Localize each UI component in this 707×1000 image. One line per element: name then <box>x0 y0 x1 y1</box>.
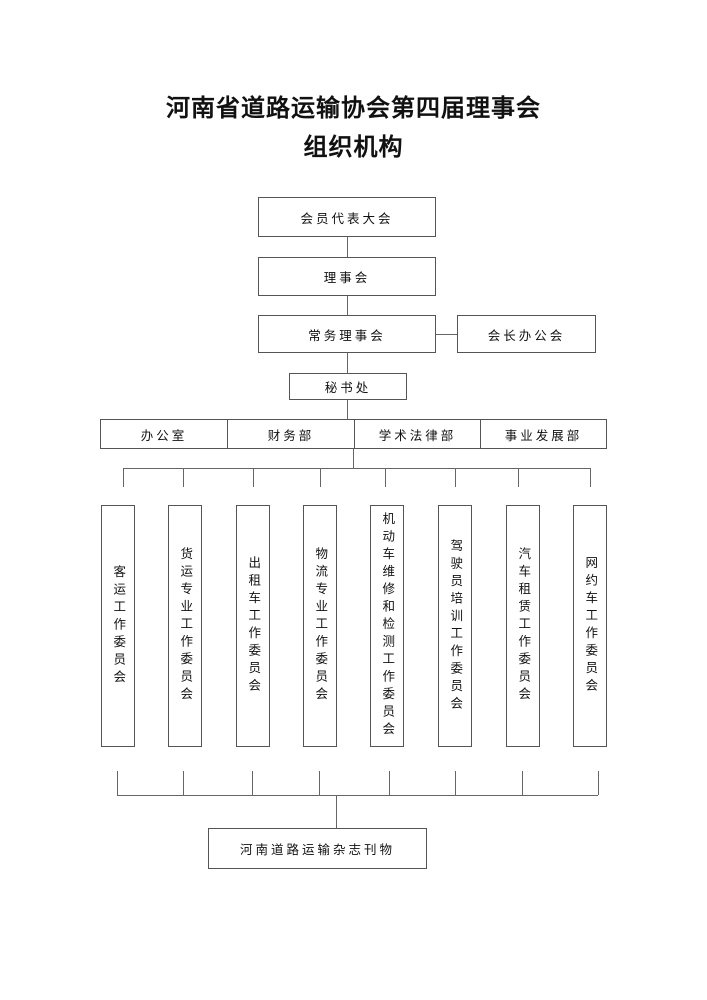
dept-legal: 学术法律部 <box>354 419 481 449</box>
node-president-office: 会长办公会 <box>457 315 596 353</box>
connector <box>336 795 337 828</box>
node-magazine: 河南道路运输杂志刊物 <box>208 828 427 869</box>
connector <box>590 468 591 487</box>
connector <box>347 237 348 257</box>
committee-label: 客运工作委员会 <box>111 564 127 688</box>
connector <box>389 771 390 795</box>
connector <box>183 468 184 487</box>
committee-label: 物流专业工作委员会 <box>313 547 329 705</box>
committee-4: 机动车维修和检测工作委员会 <box>370 505 404 747</box>
chart-title-line1: 河南省道路运输协会第四届理事会 <box>166 93 541 122</box>
committee-label: 货运专业工作委员会 <box>178 547 194 705</box>
committee-2: 出租车工作委员会 <box>236 505 270 747</box>
connector <box>320 468 321 487</box>
node-secretariat: 秘书处 <box>289 373 407 400</box>
node-congress: 会员代表大会 <box>258 197 436 237</box>
committee-label: 出租车工作委员会 <box>246 556 262 696</box>
connector <box>347 400 348 419</box>
connector <box>117 795 598 796</box>
committee-3: 物流专业工作委员会 <box>303 505 337 747</box>
connector <box>123 468 124 487</box>
committee-label: 汽车租赁工作委员会 <box>516 547 532 705</box>
connector <box>347 353 348 373</box>
connector <box>319 771 320 795</box>
connector <box>598 771 599 795</box>
connector <box>436 334 457 335</box>
connector <box>455 468 456 487</box>
connector <box>123 468 590 469</box>
connector <box>353 448 354 468</box>
committee-5: 驾驶员培训工作委员会 <box>438 505 472 747</box>
connector <box>183 771 184 795</box>
chart-title-line2: 组织机构 <box>303 132 404 161</box>
dept-finance: 财务部 <box>227 419 355 449</box>
connector <box>252 771 253 795</box>
committee-label: 机动车维修和检测工作委员会 <box>380 512 396 740</box>
connector <box>455 771 456 795</box>
connector <box>522 771 523 795</box>
connector <box>253 468 254 487</box>
connector <box>117 771 118 795</box>
dept-office: 办公室 <box>100 419 228 449</box>
committee-6: 汽车租赁工作委员会 <box>506 505 540 747</box>
dept-development: 事业发展部 <box>480 419 607 449</box>
committee-label: 驾驶员培训工作委员会 <box>448 538 464 714</box>
committee-label: 网约车工作委员会 <box>583 556 599 696</box>
connector <box>385 468 386 487</box>
connector <box>347 296 348 315</box>
node-council: 理事会 <box>258 257 436 296</box>
node-standing-council: 常务理事会 <box>258 315 436 353</box>
committee-1: 货运专业工作委员会 <box>168 505 202 747</box>
connector <box>518 468 519 487</box>
committee-7: 网约车工作委员会 <box>573 505 607 747</box>
committee-0: 客运工作委员会 <box>101 505 135 747</box>
